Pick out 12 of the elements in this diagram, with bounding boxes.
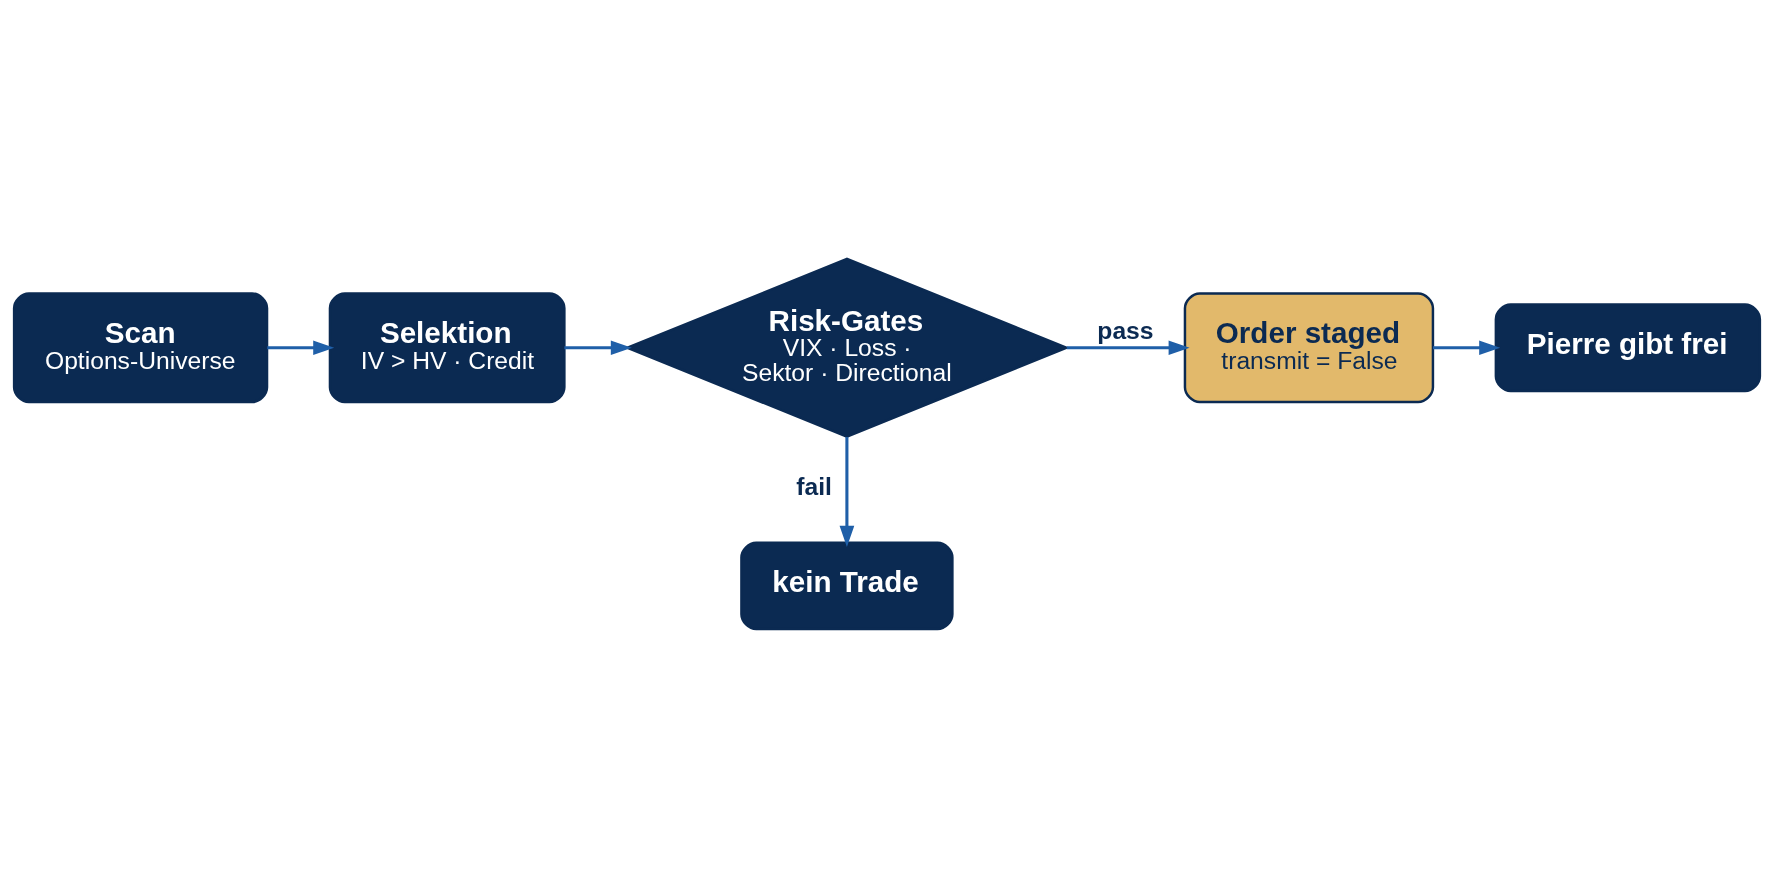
arrow — [1433, 339, 1501, 355]
edge-label: fail — [796, 472, 832, 500]
arrow — [267, 339, 335, 355]
edge-label: pass — [1097, 316, 1154, 344]
node-box: Selektion IV > HV · Credit — [328, 291, 566, 403]
node-box: Scan Options-Universe — [12, 291, 269, 403]
node-box: Order staged transmit = False — [1183, 291, 1435, 403]
node-box: Pierre gibt frei — [1494, 302, 1762, 392]
arrow — [1066, 339, 1190, 355]
node-box: kein Trade — [740, 540, 954, 630]
arrow — [839, 436, 855, 547]
arrow — [564, 339, 632, 355]
